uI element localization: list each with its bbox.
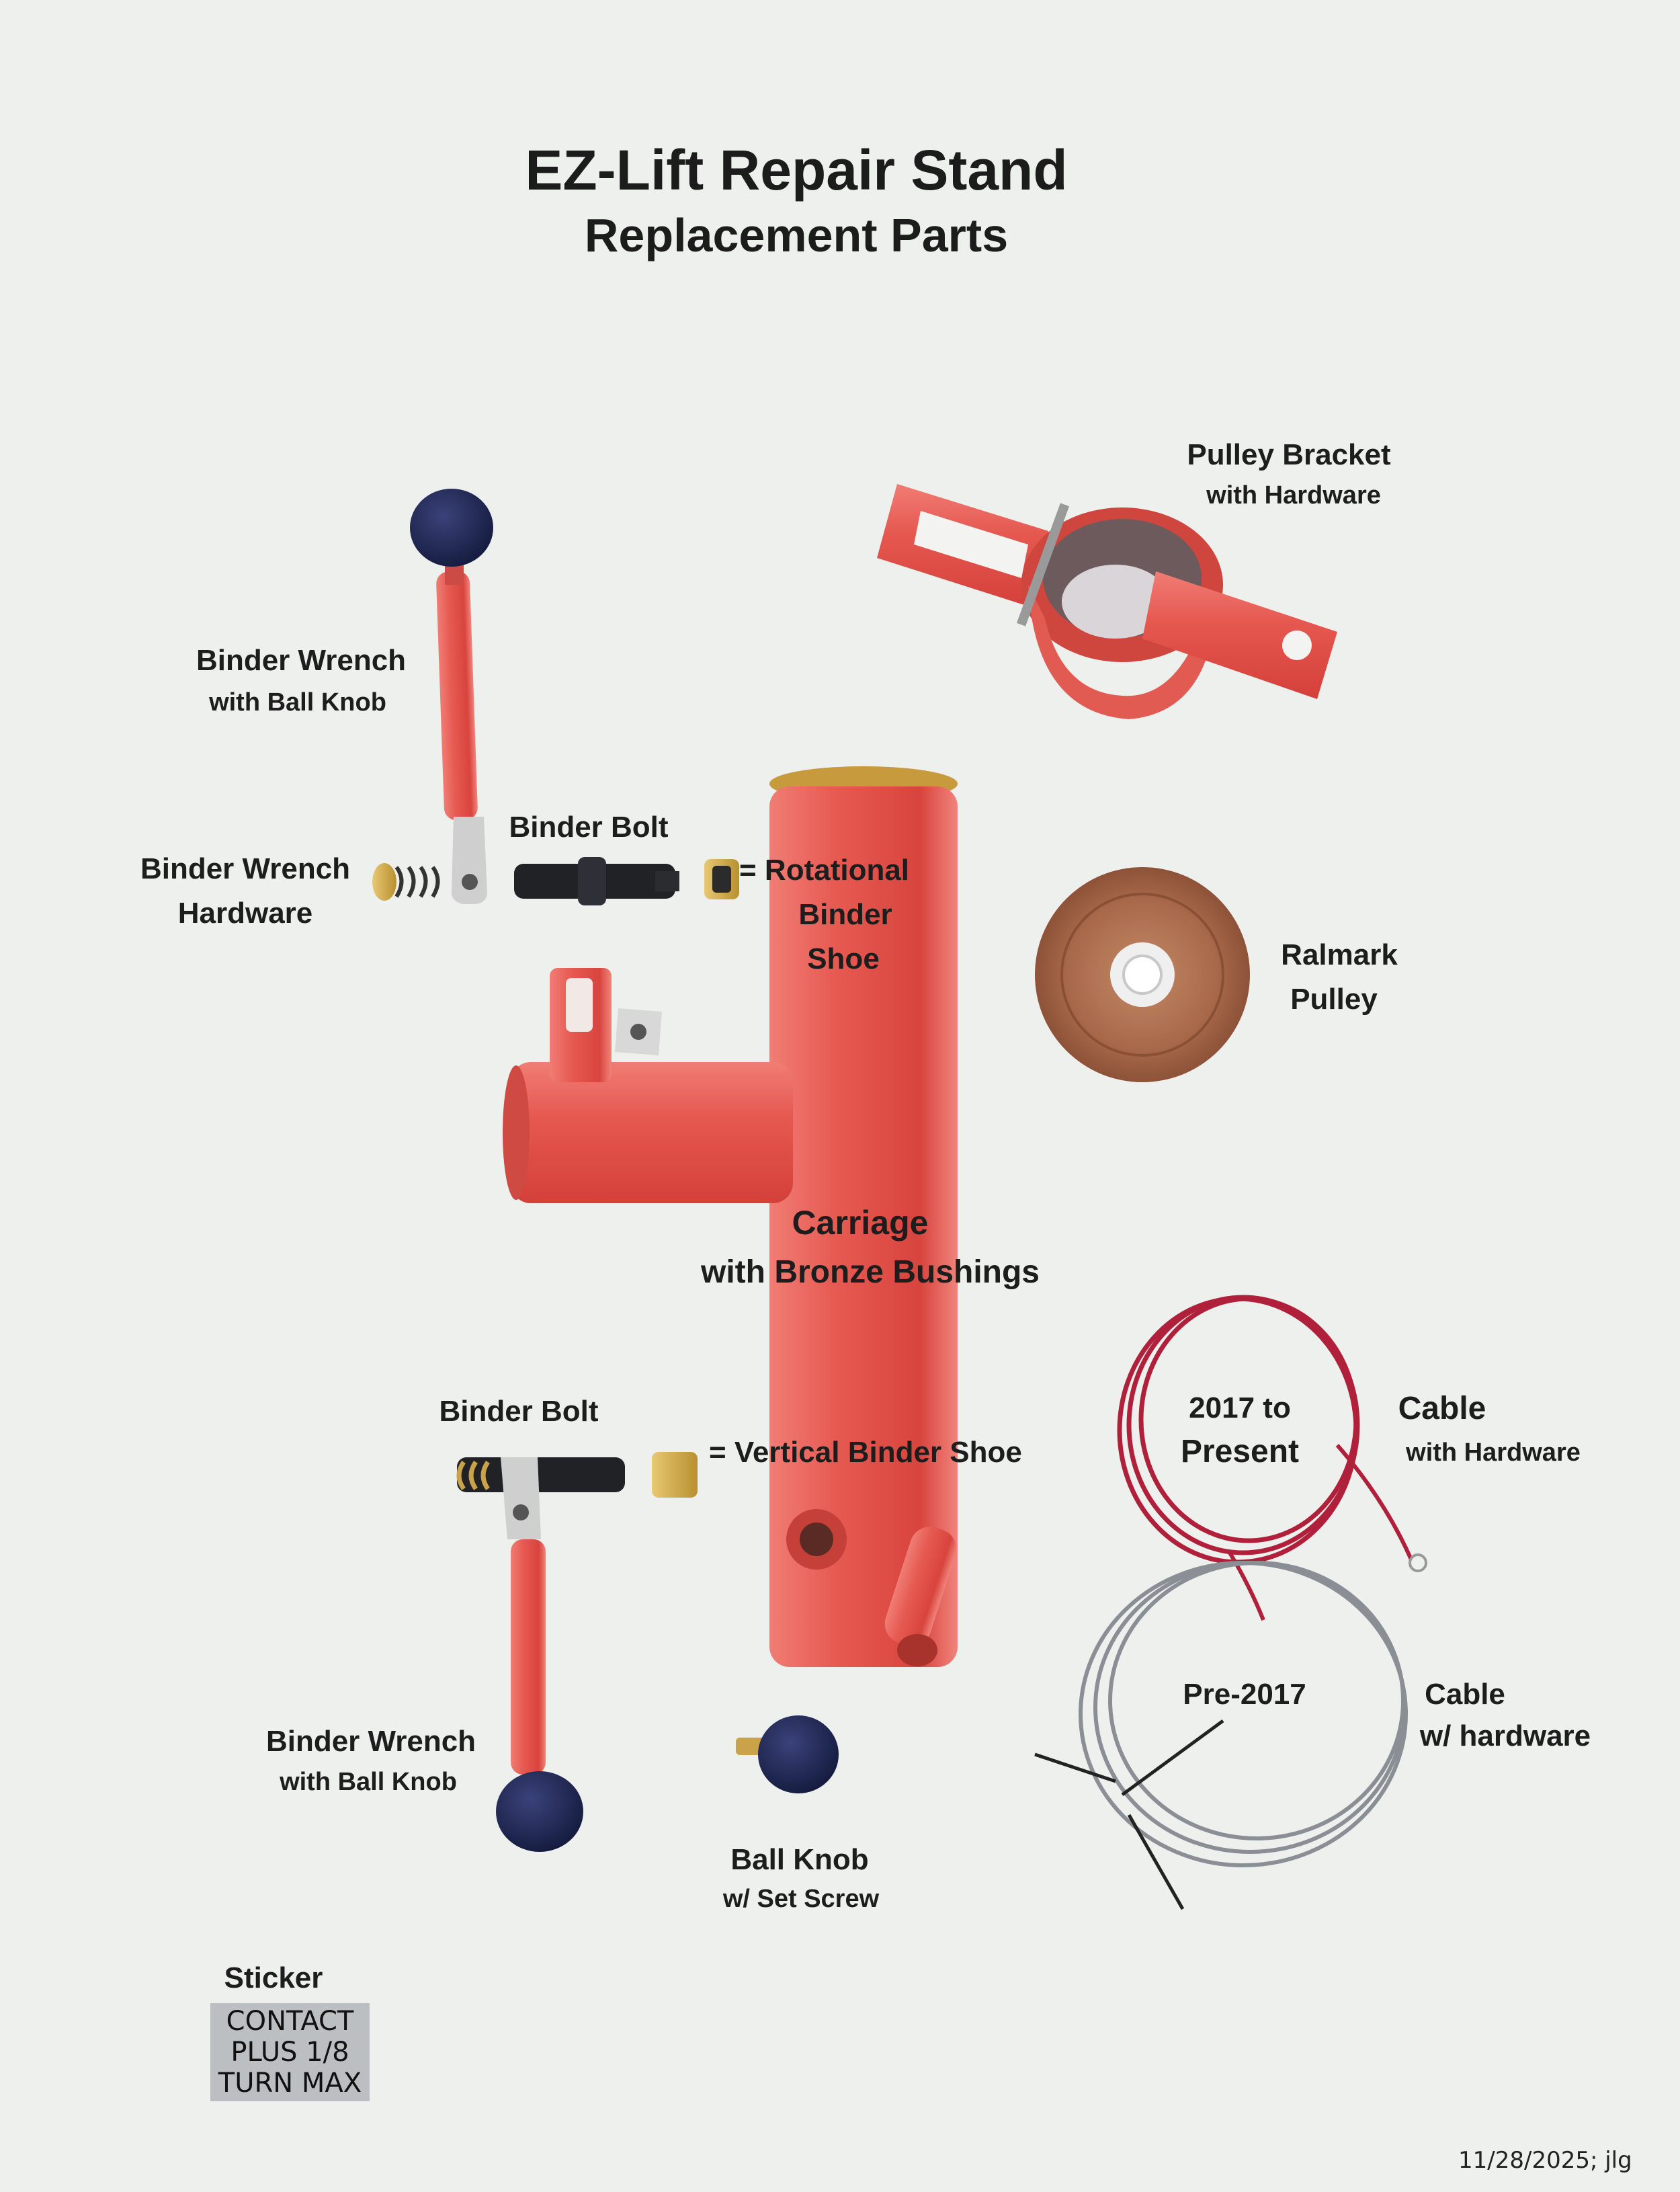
binder-wrench-top-label: Binder Wrench (196, 644, 407, 677)
ball-knob-label: Ball Knob (730, 1843, 869, 1876)
cable-old-detail: w/ hardware (1419, 1719, 1591, 1752)
cable-new-label: Cable (1398, 1391, 1486, 1426)
page-title: EZ-Lift Repair Stand (525, 138, 1068, 202)
binder-wrench-top-image (410, 489, 493, 904)
binder-wrench-hardware-label: Binder Wrench (140, 852, 351, 885)
sticker-line-2: PLUS 1/8 (230, 2037, 349, 2068)
cable-new-years-line1: 2017 to (1189, 1391, 1291, 1424)
sticker-line-3: TURN MAX (218, 2068, 362, 2099)
ralmark-pulley-label: Ralmark (1281, 938, 1398, 971)
sticker-image: CONTACT PLUS 1/8 TURN MAX (210, 2003, 370, 2101)
vertical-binder-shoe-image (652, 1452, 698, 1498)
carriage-image (503, 766, 958, 1667)
cable-old-image (1034, 1561, 1408, 1910)
ralmark-pulley-detail: Pulley (1290, 983, 1378, 1016)
binder-bolt-bottom-image (456, 1457, 625, 1492)
sticker-line-1: CONTACT (226, 2006, 354, 2037)
sticker-label: Sticker (224, 1961, 323, 1994)
ball-knob-detail: w/ Set Screw (722, 1885, 880, 1913)
cable-new-years-line2: Present (1180, 1434, 1300, 1469)
pulley-bracket-label: Pulley Bracket (1187, 438, 1391, 471)
date-initials: 11/28/2025; jlg (1458, 2147, 1632, 2174)
binder-wrench-bottom-label: Binder Wrench (265, 1725, 476, 1758)
ralmark-pulley-image (1035, 867, 1250, 1082)
rotational-binder-shoe-label: = Rotational (739, 854, 910, 887)
ball-knob-image (736, 1715, 839, 1793)
rotational-binder-shoe-image (704, 859, 739, 899)
cable-old-years: Pre-2017 (1183, 1678, 1306, 1711)
cable-old-label: Cable (1425, 1678, 1505, 1711)
cable-new-detail: with Hardware (1406, 1438, 1581, 1467)
binder-wrench-top-detail: with Ball Knob (209, 688, 386, 717)
carriage-label: Carriage (792, 1204, 929, 1242)
binder-bolt-bottom-label: Binder Bolt (439, 1395, 599, 1428)
carriage-detail: with Bronze Bushings (701, 1254, 1040, 1290)
vertical-binder-shoe-label: = Vertical Binder Shoe (709, 1436, 1022, 1469)
rotational-binder-shoe-line2: Binder (798, 898, 892, 931)
page-subtitle: Replacement Parts (584, 209, 1009, 261)
binder-bolt-top-image (514, 857, 679, 905)
binder-bolt-top-label: Binder Bolt (509, 811, 669, 844)
pulley-bracket-detail: with Hardware (1206, 481, 1381, 510)
binder-wrench-hardware-image (372, 863, 440, 901)
binder-wrench-bottom-detail: with Ball Knob (280, 1768, 457, 1796)
rotational-binder-shoe-line3: Shoe (807, 942, 880, 975)
binder-wrench-hardware-detail: Hardware (177, 897, 313, 930)
binder-wrench-bottom-image (496, 1457, 583, 1852)
pulley-bracket-image (877, 484, 1337, 719)
